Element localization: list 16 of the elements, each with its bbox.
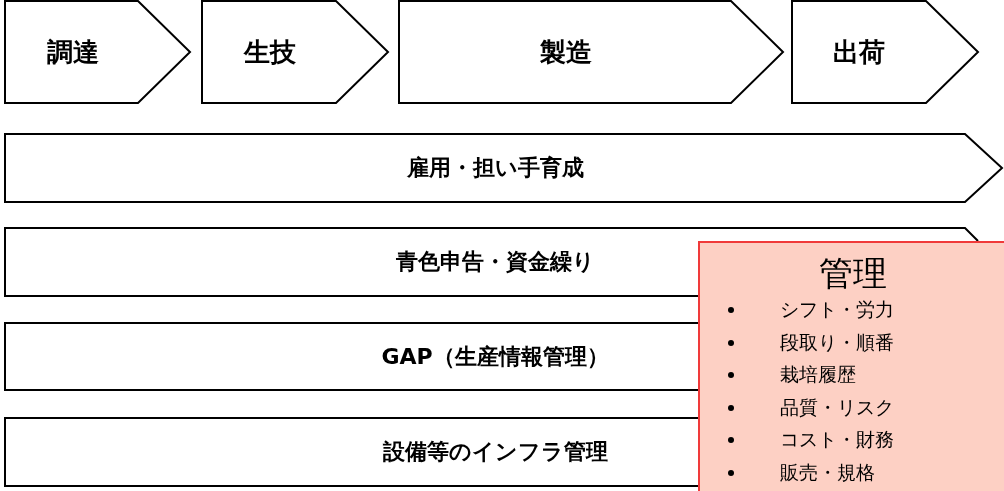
band-label: 設備等のインフラ管理 xyxy=(382,438,608,466)
band-label: GAP（生産情報管理） xyxy=(381,342,609,371)
stage-label: 製造 xyxy=(540,35,592,69)
bullet-item: コスト・財務 xyxy=(728,423,1004,456)
bullet-item: 販売・規格 xyxy=(728,455,1004,488)
callout-title: 管理 xyxy=(818,253,888,293)
bullet-item: シフト・労力 xyxy=(728,293,1004,326)
bullet-item: 段取り・順番 xyxy=(728,325,1004,358)
stage-label: 生技 xyxy=(244,35,296,69)
callout-box xyxy=(698,241,1004,491)
bullet-item: 栽培履歴 xyxy=(728,358,1004,391)
stage-label: 出荷 xyxy=(833,35,885,69)
stage-label: 調達 xyxy=(46,35,99,69)
bullet-item: 品質・リスク xyxy=(728,390,1004,423)
band-label: 青色申告・資金繰り xyxy=(395,248,595,276)
band-label: 雇用・担い手育成 xyxy=(406,154,584,182)
